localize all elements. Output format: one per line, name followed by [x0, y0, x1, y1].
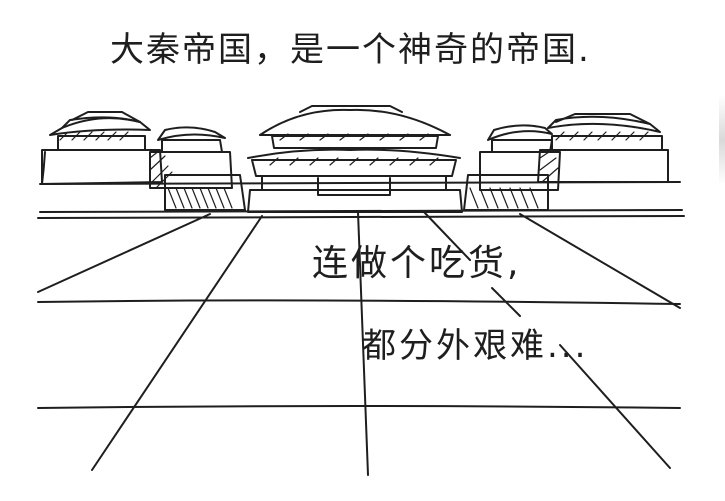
shading-hatch: [59, 131, 649, 209]
main-hall: [247, 105, 463, 213]
palace-drawing: [37, 105, 685, 219]
caption-line-2: 都分外艰难...: [362, 326, 589, 366]
left-inner-tower: [149, 126, 246, 211]
caption-title: 大秦帝国，是一个神奇的帝国.: [110, 30, 591, 70]
palace-wall: [37, 181, 685, 219]
caption-line-1: 连做个吃货,: [312, 243, 522, 284]
left-pavilion: [41, 111, 163, 185]
right-inner-tower: [463, 124, 561, 211]
page-edge-shadow: [719, 95, 725, 185]
courtyard-grid: [37, 211, 681, 476]
right-pavilion: [537, 113, 669, 183]
